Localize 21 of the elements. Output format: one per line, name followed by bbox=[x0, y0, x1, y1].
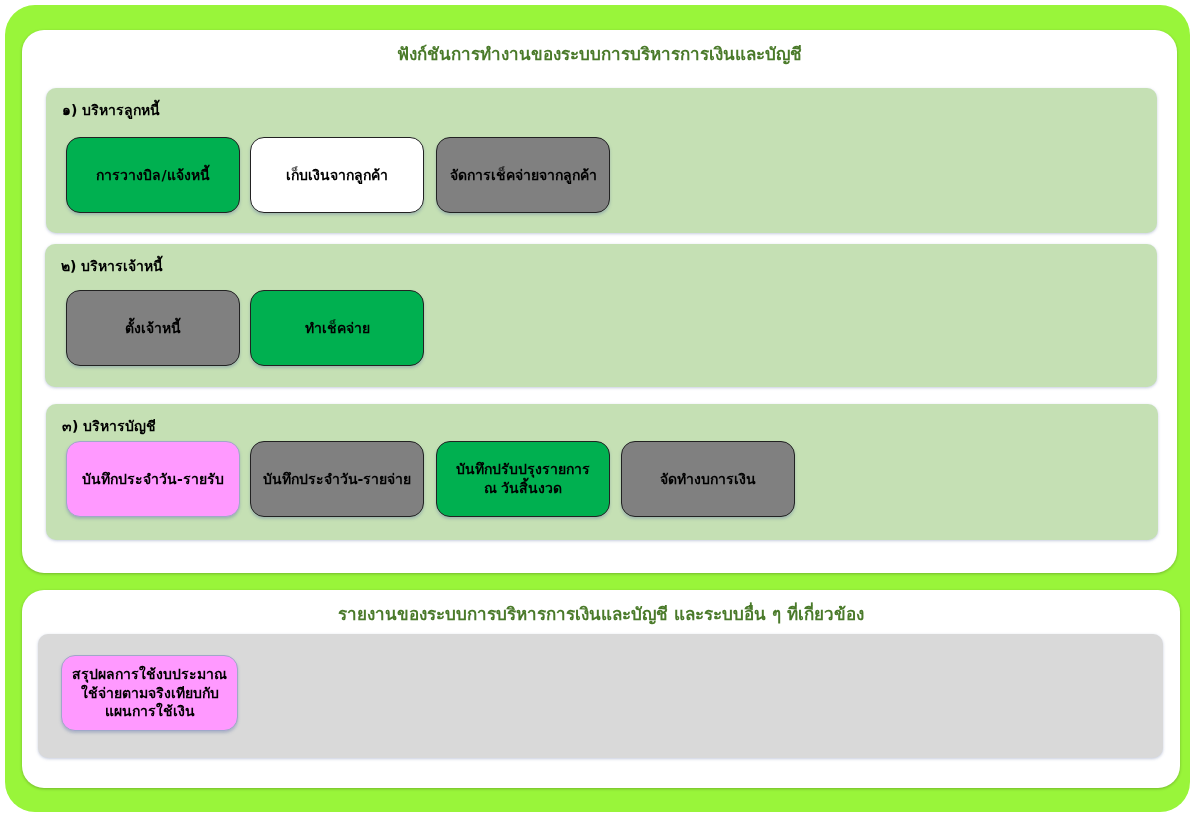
function-box: บันทึกประจำวัน-รายรับ bbox=[66, 441, 240, 517]
function-box: ตั้งเจ้าหนี้ bbox=[66, 290, 240, 366]
group-band bbox=[45, 244, 1157, 387]
function-box: ทำเช็คจ่าย bbox=[250, 290, 424, 366]
section-panel bbox=[22, 590, 1180, 788]
empty-band bbox=[38, 634, 1163, 758]
function-box: เก็บเงินจากลูกค้า bbox=[250, 137, 424, 213]
function-box: จัดการเช็คจ่ายจากลูกค้า bbox=[436, 137, 610, 213]
function-box: จัดทำงบการเงิน bbox=[621, 441, 795, 517]
group-heading: ๓) บริหารบัญชี bbox=[62, 417, 157, 437]
function-box: บันทึกประจำวัน-รายจ่าย bbox=[250, 441, 424, 517]
group-band bbox=[46, 404, 1158, 540]
panel-title: ฟังก์ชันการทำงานของระบบการบริหารการเงินและบัญชี bbox=[396, 43, 803, 67]
section-panel bbox=[22, 30, 1177, 573]
group-heading: ๒) บริหารเจ้าหนี้ bbox=[61, 255, 164, 277]
group-band bbox=[46, 88, 1157, 233]
panel-title: รายงานของระบบการบริหารการเงินและบัญชี และระบบอื่น ๆ ที่เกี่ยวข้อง bbox=[337, 601, 865, 627]
group-heading: ๑) บริหารลูกหนี้ bbox=[62, 99, 161, 121]
function-box: การวางบิล/แจ้งหนี้ bbox=[66, 137, 240, 213]
function-box: สรุปผลการใช้งบประมาณใช้จ่ายตามจริงเทียบกับแผนการใช้เงิน bbox=[61, 655, 238, 731]
function-box: บันทึกปรับปรุงรายการ ณ วันสิ้นงวด bbox=[436, 441, 610, 517]
